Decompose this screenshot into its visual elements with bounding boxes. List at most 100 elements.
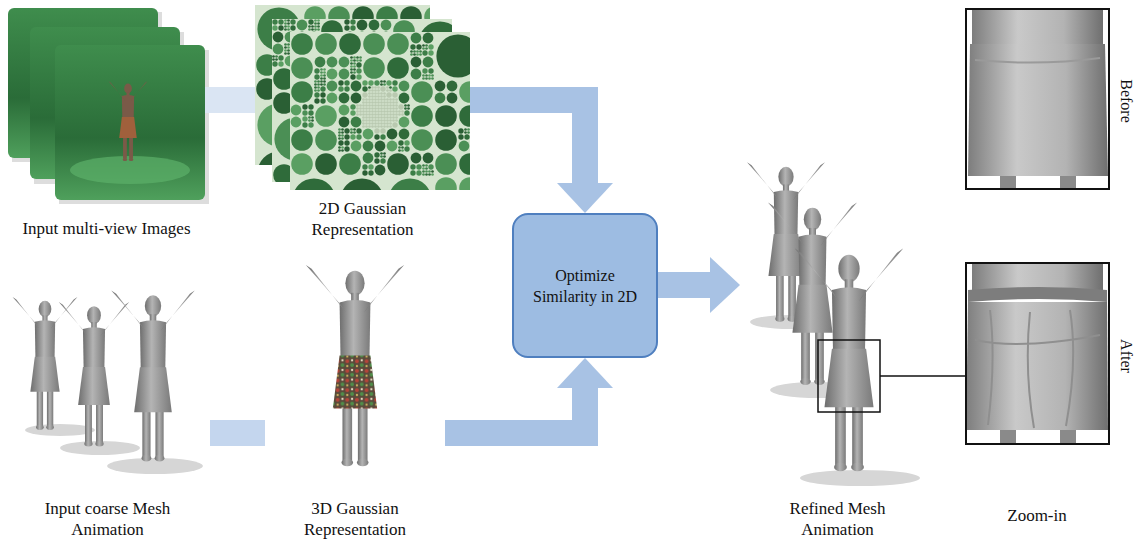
gaussian-circle <box>398 140 403 145</box>
gaussian-circle <box>428 170 431 173</box>
gaussian-circle <box>419 50 422 53</box>
gaussian-circle <box>371 101 374 104</box>
gaussian-circle <box>389 89 392 92</box>
gaussian-skirt <box>333 355 377 408</box>
gaussian-circle <box>401 146 404 149</box>
gaussian-circle <box>338 134 341 137</box>
gaussian-circle <box>377 107 380 110</box>
gaussian-circle <box>377 116 380 119</box>
gaussian-circle <box>392 86 397 91</box>
gaussian-circle <box>351 81 362 92</box>
gaussian-circle <box>287 46 290 49</box>
gaussian-circle <box>407 107 410 110</box>
skirt <box>966 302 1108 430</box>
gaussian-circle <box>315 153 337 175</box>
caption: Input multi-view Images <box>7 218 207 239</box>
gaussian-circle <box>320 77 323 80</box>
gaussian-circle <box>422 50 427 55</box>
gaussian-circle <box>371 113 374 116</box>
gaussian-circle <box>317 86 320 89</box>
gaussian-circle <box>311 116 314 119</box>
gaussian-circle <box>395 107 398 110</box>
gaussian-circle <box>389 110 392 113</box>
gaussian-circle <box>392 113 395 116</box>
gaussian-circle <box>338 146 341 149</box>
zoom-after-image <box>965 262 1110 445</box>
mesh-figure <box>13 297 78 430</box>
gaussian-circle <box>428 74 431 77</box>
gaussian-circle <box>323 77 326 80</box>
gaussian-circle <box>287 52 290 55</box>
gaussian-circle <box>411 129 433 151</box>
gaussian-circle <box>425 47 428 50</box>
gaussian-circle <box>365 125 368 128</box>
gaussian-circle <box>411 153 422 164</box>
gaussian-circle <box>386 107 389 110</box>
gaussian-circle <box>389 104 392 107</box>
gaussian-circle <box>425 173 428 176</box>
gaussian-circle <box>392 104 395 107</box>
gaussian-circle <box>410 44 415 49</box>
gaussian-circle <box>392 80 397 85</box>
gaussian-circle <box>356 59 359 62</box>
connector-line <box>935 375 965 377</box>
gaussian-circle <box>422 77 425 80</box>
gaussian-circle <box>380 152 383 155</box>
gaussian-circle <box>377 92 380 95</box>
gaussian-circle <box>380 155 383 158</box>
gaussian-circle <box>389 113 392 116</box>
zoom-box: Before <box>965 8 1110 190</box>
gaussian-circle <box>353 71 356 74</box>
gaussian-circle <box>464 131 467 134</box>
gaussian-circle <box>350 19 355 24</box>
gaussian-circle <box>341 131 344 134</box>
mesh-figure <box>59 302 129 446</box>
gaussian-circle <box>377 89 380 92</box>
gaussian-circle <box>374 92 377 95</box>
gaussian-circle <box>374 86 377 89</box>
gaussian-circle <box>341 128 344 131</box>
gaussian-circle <box>422 167 425 170</box>
gaussian-circle <box>395 104 398 107</box>
gaussian-circle <box>362 104 365 107</box>
gaussian-circle <box>323 68 326 71</box>
gaussian-circle <box>368 122 371 125</box>
gaussian-circle <box>339 33 361 55</box>
gaussian-circle <box>275 58 278 61</box>
gaussian-circle <box>467 131 470 134</box>
gaussian-circle <box>365 119 368 122</box>
connector-line <box>445 387 585 433</box>
gaussian-circle <box>338 149 341 152</box>
gaussian-circle <box>398 113 401 116</box>
gaussian-circle <box>386 122 389 125</box>
gaussian-circle <box>422 173 425 176</box>
leader-line <box>935 376 965 377</box>
gaussian-circle <box>368 125 371 128</box>
gaussian-circle <box>380 113 383 116</box>
gaussian-circle <box>398 149 401 152</box>
gaussian-circle <box>344 140 349 145</box>
gaussian-circle <box>314 83 317 86</box>
gaussian-circle <box>341 146 344 149</box>
zoom-ground <box>965 262 1110 445</box>
gaussian-circle <box>308 25 311 28</box>
gaussian-circle <box>344 25 349 30</box>
gaussian-circle <box>320 71 323 74</box>
gaussian-circle <box>416 164 421 169</box>
figure-label: Zoom-in <box>987 505 1087 526</box>
flow-band <box>210 433 265 434</box>
arrowhead <box>557 183 613 213</box>
gaussian-circle <box>377 125 380 128</box>
gaussian-circle <box>374 89 377 92</box>
gaussian-circle <box>317 89 320 92</box>
gaussian-circle <box>290 19 295 24</box>
gaussian-circle <box>362 113 365 116</box>
gaussian-circle <box>377 98 380 101</box>
mesh-skirt <box>78 367 110 405</box>
gaussian-circle <box>401 149 404 152</box>
gaussian-circle <box>362 170 367 175</box>
gaussian-circle <box>362 98 365 101</box>
gaussian-circle <box>323 71 326 74</box>
gaussian-circle <box>323 83 326 86</box>
gaussian-circle <box>359 113 362 116</box>
